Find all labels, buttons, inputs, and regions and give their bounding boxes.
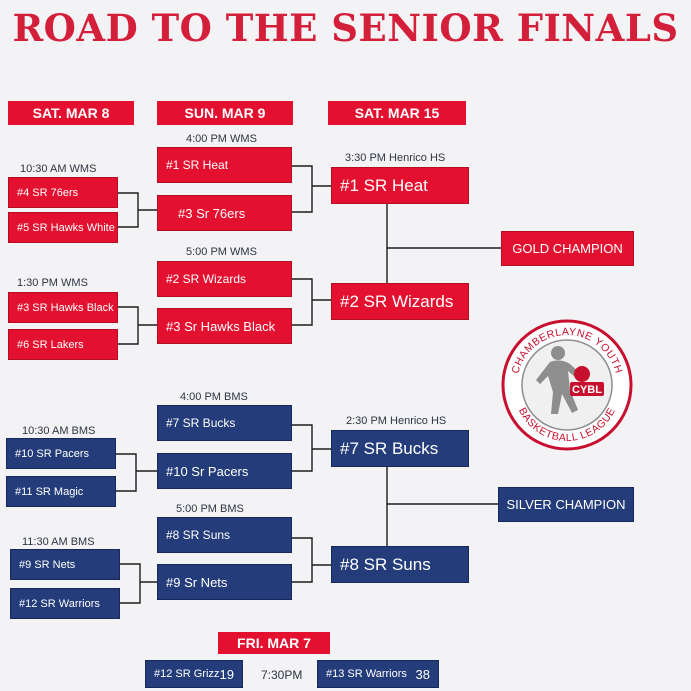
cybl-logo: CHAMBERLAYNE YOUTH BASKETBALL LEAGUE CYB…	[501, 319, 633, 451]
red-r2-a-bot: #3 Sr 76ers	[157, 195, 292, 231]
svg-text:CYBL: CYBL	[572, 384, 602, 396]
blue-r1-a-top: #10 SR Pacers	[6, 438, 116, 469]
blue-r2-b-top: #8 SR Suns	[157, 517, 292, 553]
blue-r2-a-top: #7 SR Bucks	[157, 405, 292, 441]
basketball-icon	[574, 366, 590, 382]
blue-r2-time-b: 5:00 PM BMS	[176, 503, 244, 515]
red-r1-a-bot: #5 SR Hawks White	[8, 212, 118, 243]
blue-r2-time-a: 4:00 PM BMS	[180, 391, 248, 403]
page-title: ROAD TO THE SENIOR FINALS	[12, 6, 679, 50]
silver-champion-box: SILVER CHAMPION	[498, 487, 634, 522]
red-r2-time-b: 5:00 PM WMS	[186, 246, 257, 258]
red-r2-b-bot: #3 Sr Hawks Black	[157, 308, 292, 344]
red-r1-a-top: #4 SR 76ers	[8, 177, 118, 208]
blue-r1-a-bot: #11 SR Magic	[6, 476, 116, 507]
blue-r1-b-bot: #12 SR Warriors	[10, 588, 120, 619]
player-silhouette-icon	[536, 346, 580, 414]
red-r1-b-bot: #6 SR Lakers	[8, 329, 118, 360]
red-r3-top: #1 SR Heat	[331, 167, 469, 204]
red-r1-b-top: #3 SR Hawks Black	[8, 292, 118, 323]
blue-r2-b-bot: #9 Sr Nets	[157, 564, 292, 600]
gold-champion-box: GOLD CHAMPION	[501, 231, 634, 266]
red-r2-b-top: #2 SR Wizards	[157, 261, 292, 297]
prelim-time: 7:30PM	[261, 668, 303, 682]
blue-r1-b-top: #9 SR Nets	[10, 549, 120, 580]
prelim-score-a: 19	[219, 666, 234, 682]
red-r2-time-a: 4:00 PM WMS	[186, 133, 257, 145]
red-r3-time: 3:30 PM Henrico HS	[345, 152, 446, 164]
prelim-team-a: #12 SR Grizz 19	[145, 660, 243, 688]
prelim-score-b: 38	[415, 666, 430, 682]
red-r3-bot: #2 SR Wizards	[331, 283, 469, 320]
header-fri-mar-7: FRI. MAR 7	[218, 632, 330, 654]
red-r1-time-a: 10:30 AM WMS	[20, 163, 97, 175]
header-sat-mar-8: SAT. MAR 8	[8, 101, 134, 125]
red-r1-time-b: 1:30 PM WMS	[17, 277, 88, 289]
prelim-team-a-name: #12 SR Grizz	[154, 668, 220, 680]
header-sun-mar-9: SUN. MAR 9	[157, 101, 293, 125]
blue-r2-a-bot: #10 Sr Pacers	[157, 453, 292, 489]
blue-r3-bot: #8 SR Suns	[331, 546, 469, 583]
blue-r3-time: 2:30 PM Henrico HS	[346, 415, 447, 427]
blue-r1-time-b: 11:30 AM BMS	[22, 536, 95, 548]
prelim-team-b-name: #13 SR Warriors	[326, 668, 407, 680]
blue-r1-time-a: 10:30 AM BMS	[22, 425, 96, 437]
prelim-team-b: #13 SR Warriors 38	[317, 660, 439, 688]
blue-r3-top: #7 SR Bucks	[331, 430, 469, 467]
header-sat-mar-15: SAT. MAR 15	[328, 101, 466, 125]
red-r2-a-top: #1 SR Heat	[157, 147, 292, 183]
